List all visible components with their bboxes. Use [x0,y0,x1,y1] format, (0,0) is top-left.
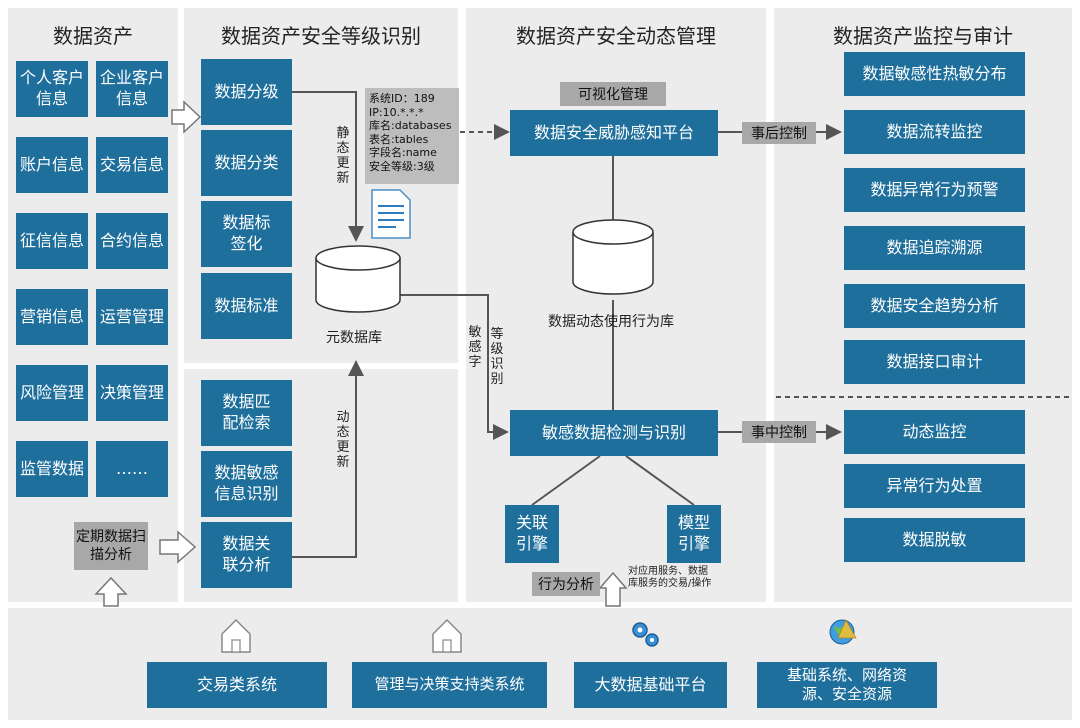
foundation-up-arrow-mid [598,571,628,607]
asset-contract[interactable]: 合约信息 [96,213,168,269]
behavior-analysis-label: 行为分析 [532,572,600,596]
document-icon [371,189,411,239]
asset-marketing[interactable]: 营销信息 [16,289,88,345]
metadata-db-icon [315,245,401,313]
house-icon-1 [221,618,251,653]
audit-desensitize-box[interactable]: 数据脱敏 [844,518,1025,562]
scan-to-analysis-arrow [159,530,197,564]
globe-icon [829,619,857,645]
audit-dynamic-monitor-box[interactable]: 动态监控 [844,410,1025,454]
assets-title: 数据资产 [53,24,133,48]
visual-management-label: 可视化管理 [560,82,666,106]
asset-account[interactable]: 账户信息 [16,137,88,193]
audit-interface-box[interactable]: 数据接口审计 [844,340,1025,384]
level-identify-label: 等级识别 [490,327,504,387]
behavior-db-icon [572,219,654,295]
sensitive-info-identify-box[interactable]: 数据敏感信息识别 [201,451,292,517]
sensitive-detection-box[interactable]: 敏感数据检测与识别 [510,410,718,456]
info-field-name: 字段名:name [369,146,437,159]
audit-anomaly-handle-box[interactable]: 异常行为处置 [844,464,1025,508]
data-grading-box[interactable]: 数据分级 [201,59,292,125]
behavior-note-label: 对应用服务、数据库服务的交易/操作 [628,566,712,589]
audit-trace-source-box[interactable]: 数据追踪溯源 [844,226,1025,270]
classification-title: 数据资产安全等级识别 [221,24,421,48]
asset-regulatory[interactable]: 监管数据 [16,441,88,497]
gears-icon [632,622,659,647]
metadata-db-label: 元数据库 [326,330,382,346]
asset-operations[interactable]: 运营管理 [96,289,168,345]
data-match-search-box[interactable]: 数据匹配检索 [201,380,292,446]
asset-decision[interactable]: 决策管理 [96,365,168,421]
asset-enterprise-customer[interactable]: 企业客户信息 [96,61,168,117]
asset-risk[interactable]: 风险管理 [16,365,88,421]
dynamic-update-arrow [292,360,364,558]
audit-flow-monitor-box[interactable]: 数据流转监控 [844,110,1025,154]
data-tagging-box[interactable]: 数据标签化 [201,201,292,267]
metadb-to-detection-arrow [400,294,509,440]
static-update-arrow [292,91,364,242]
info-ip: IP:10.*.*.* [369,105,424,119]
asset-personal-customer[interactable]: 个人客户信息 [16,61,88,117]
detection-to-assoc-line [531,455,601,506]
data-correlation-box[interactable]: 数据关联分析 [201,522,292,588]
assets-to-classification-arrow [171,100,202,134]
data-standard-box[interactable]: 数据标准 [201,273,292,339]
data-classifying-box[interactable]: 数据分类 [201,130,292,196]
infrastructure-resources-box[interactable]: 基础系统、网络资源、安全资源 [757,662,937,708]
trading-system-box[interactable]: 交易类系统 [147,662,327,708]
dynamic-update-label: 动态更新 [336,410,350,470]
dynamic-title: 数据资产安全动态管理 [516,24,716,48]
sensitive-word-label: 敏感字 [468,325,482,370]
association-engine-box[interactable]: 关联引擎 [505,505,559,563]
info-db-name: 库名:databases [369,119,452,132]
model-engine-box[interactable]: 模型引擎 [667,505,721,563]
metadata-info-box: 系统ID：189 IP:10.*.*.* 库名:databases 表名:tab… [365,88,459,184]
bigdata-platform-box[interactable]: 大数据基础平台 [574,662,727,708]
detection-to-model-line [625,455,695,506]
threat-awareness-platform-box[interactable]: 数据安全威胁感知平台 [510,110,718,156]
asset-credit[interactable]: 征信信息 [16,213,88,269]
mid-control-label: 事中控制 [742,421,816,443]
house-icon-2 [432,618,462,653]
audit-anomaly-warning-box[interactable]: 数据异常行为预警 [844,168,1025,212]
foundation-up-arrow-left [94,576,128,607]
asset-transaction[interactable]: 交易信息 [96,137,168,193]
dynamic-panel [466,8,766,602]
static-update-label: 静态更新 [336,126,350,186]
asset-more[interactable]: …… [96,441,168,497]
behavior-db-label: 数据动态使用行为库 [548,314,674,330]
info-security-level: 安全等级:3级 [369,159,435,173]
audit-heat-distribution-box[interactable]: 数据敏感性热敏分布 [844,52,1025,96]
scan-analysis-label: 定期数据扫描分析 [74,522,148,570]
management-decision-system-box[interactable]: 管理与决策支持类系统 [352,662,547,708]
audit-trend-analysis-box[interactable]: 数据安全趋势分析 [844,284,1025,328]
info-system-id: 系统ID：189 [369,92,435,105]
info-table-name: 表名:tables [369,132,429,146]
audit-title: 数据资产监控与审计 [833,24,1013,48]
post-control-label: 事后控制 [742,122,816,144]
